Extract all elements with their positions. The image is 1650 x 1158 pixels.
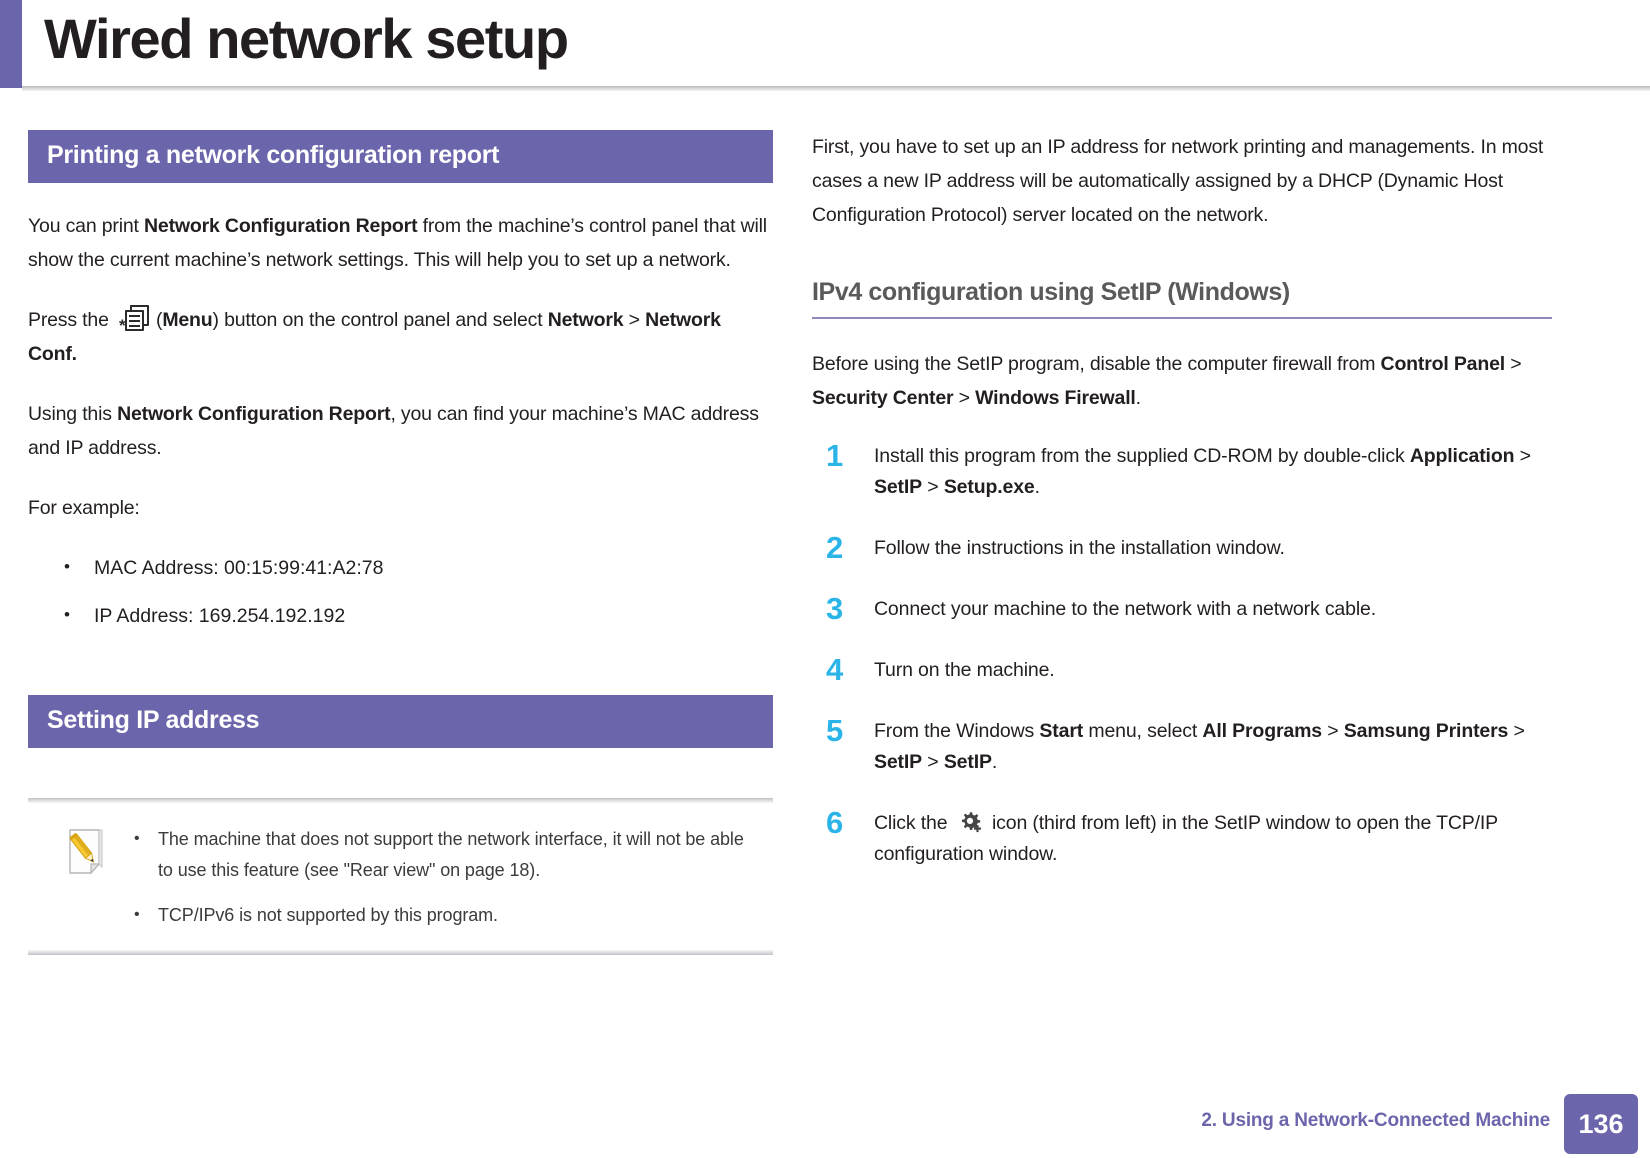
address-bullet-list: MAC Address: 00:15:99:41:A2:78 IP Addres… (28, 550, 773, 633)
step-item: 1 Install this program from the supplied … (812, 437, 1552, 503)
text-fragment: From the Windows (874, 719, 1040, 742)
step-item: 2 Follow the instructions in the installa… (812, 529, 1552, 565)
note-divider-bottom (28, 950, 773, 955)
paragraph-using-report: Using this Network Configuration Report,… (28, 397, 773, 465)
text-bold: Application (1409, 444, 1515, 467)
text-bold: SetIP (874, 750, 923, 773)
paragraph-print-report: You can print Network Configuration Repo… (28, 209, 773, 277)
gear-plus-icon (957, 809, 983, 835)
text-bold: Samsung Printers (1343, 719, 1509, 742)
text-separator: > (953, 386, 976, 409)
text-bold: Network (547, 309, 624, 331)
paragraph-for-example: For example: (28, 497, 140, 519)
heading-ipv4-setip: IPv4 configuration using SetIP (Windows) (812, 278, 1290, 306)
note-list: The machine that does not support the ne… (130, 823, 755, 933)
paragraph-intro-ip: First, you have to set up an IP address … (812, 136, 1544, 226)
left-accent-bar (0, 0, 22, 88)
heading-divider (812, 317, 1552, 319)
step-number: 6 (826, 804, 843, 840)
text-bold: SetIP (874, 475, 923, 498)
note-list-item: The machine that does not support the ne… (130, 823, 755, 886)
step-text: Turn on the machine. (874, 659, 1055, 681)
note-pencil-icon (66, 828, 108, 876)
text-bold: Setup.exe (943, 475, 1035, 498)
text-bold: Network Configuration Report (144, 215, 418, 237)
page-footer: 2. Using a Network-Connected Machine 136 (0, 1094, 1650, 1154)
step-text: Install this program from the supplied C… (874, 445, 1531, 498)
note-list-item: TCP/IPv6 is not supported by this progra… (130, 899, 755, 931)
text-bold: All Programs (1202, 719, 1322, 742)
numbered-steps-list: 1 Install this program from the supplied … (812, 437, 1552, 870)
text-fragment: Click the (874, 811, 953, 834)
step-number: 1 (826, 437, 843, 473)
step-number: 3 (826, 590, 843, 626)
text-fragment: . (1135, 386, 1141, 409)
footer-page-number: 136 (1564, 1094, 1638, 1154)
note-divider-top (28, 798, 773, 803)
text-fragment: You can print (28, 215, 145, 237)
text-fragment: Follow the instructions in the installat… (874, 536, 1285, 559)
section-bar-printing-report: Printing a network configuration report (28, 130, 773, 183)
step-number: 2 (826, 529, 843, 565)
text-fragment: ) button on the control panel and select (212, 309, 548, 331)
text-bold: Security Center (812, 386, 954, 409)
menu-icon-asterisk: * (119, 316, 126, 335)
menu-icon-line (129, 315, 140, 318)
text-bold: Network Configuration Report (117, 403, 391, 425)
text-bold: Windows Firewall (975, 386, 1136, 409)
text-fragment: . (991, 750, 998, 773)
step-item: 4 Turn on the machine. (812, 651, 1552, 687)
step-text: From the Windows Start menu, select All … (874, 720, 1525, 773)
footer-chapter-label: 2. Using a Network-Connected Machine (1201, 1110, 1550, 1131)
step-text: Click the icon (third from left) in the … (874, 812, 1498, 865)
step-item: 3 Connect your machine to the network wit… (812, 590, 1552, 626)
paragraph-press-menu: Press the * (Menu) button on the control … (28, 303, 773, 371)
text-fragment: menu, select (1083, 719, 1203, 742)
text-fragment: > (922, 475, 944, 498)
paragraph-firewall-note: Before using the SetIP program, disable … (812, 347, 1552, 415)
text-bold: SetIP (943, 750, 992, 773)
text-fragment: , you can find your machine’s MAC addres… (28, 403, 759, 459)
text-fragment: Connect your machine to the network with… (874, 597, 1376, 620)
text-fragment: > (922, 750, 944, 773)
text-bold: Start (1039, 719, 1084, 742)
text-bold: Menu (162, 309, 213, 331)
note-box: The machine that does not support the ne… (28, 798, 773, 955)
title-divider (22, 86, 1650, 91)
text-separator: > (623, 309, 646, 331)
step-number: 5 (826, 712, 843, 748)
text-fragment: > (1508, 719, 1525, 742)
step-text: Follow the instructions in the installat… (874, 537, 1285, 559)
text-fragment: > (1514, 444, 1531, 467)
menu-icon-line (129, 320, 140, 323)
text-fragment: . (1034, 475, 1040, 498)
menu-icon: * (119, 305, 151, 335)
text-fragment: icon (third from left) in the SetIP wind… (874, 811, 1498, 865)
text-fragment: from the machine’s control panel that wi… (28, 215, 767, 271)
text-fragment: ( (156, 309, 163, 331)
text-fragment: > (1321, 719, 1344, 742)
text-fragment: Before using the SetIP program, disable … (812, 352, 1381, 375)
step-number: 4 (826, 651, 843, 687)
page-title: Wired network setup (44, 7, 569, 70)
step-item: 5 From the Windows Start menu, select All… (812, 712, 1552, 778)
list-item: IP Address: 169.254.192.192 (28, 598, 773, 633)
list-item: MAC Address: 00:15:99:41:A2:78 (28, 550, 773, 585)
text-fragment: Turn on the machine. (874, 658, 1055, 681)
text-separator: > (1504, 352, 1522, 375)
text-fragment: Install this program from the supplied C… (874, 444, 1410, 467)
step-item: 6 Click the icon (third from left) in the… (812, 804, 1552, 870)
step-text: Connect your machine to the network with… (874, 598, 1376, 620)
text-fragment: Press the (28, 309, 114, 331)
right-column: First, you have to set up an IP address … (812, 130, 1552, 900)
text-bold: Control Panel (1380, 352, 1506, 375)
menu-icon-line (129, 325, 140, 328)
text-bold: Network Conf. (28, 309, 721, 365)
text-fragment: Using this (28, 403, 118, 425)
left-column: Printing a network configuration report … (28, 130, 773, 955)
section-bar-setting-ip: Setting IP address (28, 695, 773, 748)
